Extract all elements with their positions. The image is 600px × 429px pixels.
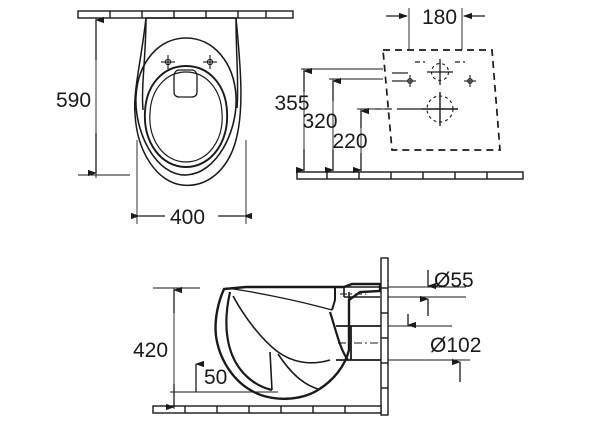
plan-seat-ring bbox=[135, 37, 237, 176]
side-basin-surface bbox=[232, 295, 331, 364]
side-bowl-outer-profile bbox=[214, 282, 382, 400]
rear-outlet-marker bbox=[422, 92, 458, 126]
side-dim-50: 50 bbox=[170, 360, 278, 393]
side-dim-420: 420 bbox=[133, 286, 200, 411]
dim-label-220: 220 bbox=[332, 130, 367, 153]
side-back-wall bbox=[331, 287, 336, 311]
rear-dim-180: 180 bbox=[386, 6, 485, 50]
side-skirt-edge bbox=[269, 351, 273, 391]
plan-flush-inlet bbox=[173, 69, 198, 98]
side-dim-55: Ø55 bbox=[388, 269, 474, 316]
dim-label-180: 180 bbox=[422, 6, 457, 29]
plan-view: 590 400 bbox=[56, 10, 294, 229]
dim-label-590: 590 bbox=[56, 89, 91, 112]
rear-dim-220: 220 bbox=[332, 107, 369, 174]
plan-fixing-crosshair-right bbox=[203, 55, 217, 69]
side-trap-curve bbox=[277, 353, 319, 390]
dim-label-320: 320 bbox=[302, 110, 337, 133]
rear-elevation-view: 180 355 320 bbox=[274, 6, 524, 180]
side-rim-line bbox=[225, 287, 333, 311]
dim-label-102: Ø102 bbox=[430, 334, 481, 357]
dim-label-420: 420 bbox=[133, 339, 168, 362]
side-back-chamber bbox=[328, 311, 349, 361]
side-dim-102: Ø102 bbox=[388, 314, 481, 382]
rear-dim-320: 320 bbox=[302, 77, 341, 174]
rear-floor-band bbox=[296, 171, 524, 180]
plan-dim-590: 590 bbox=[56, 16, 104, 177]
side-inlet-spigot bbox=[343, 286, 380, 300]
dim-label-50: 50 bbox=[204, 366, 227, 389]
side-inner-bowl-wall bbox=[225, 291, 273, 392]
rear-fixing-crosshair-left bbox=[404, 75, 416, 87]
plan-fixing-crosshair-left bbox=[161, 55, 175, 69]
rear-fixing-crosshair-right bbox=[464, 75, 476, 87]
side-wall-band bbox=[380, 257, 389, 416]
dim-label-355: 355 bbox=[274, 92, 309, 115]
dim-label-55: Ø55 bbox=[434, 269, 474, 292]
side-floor-band bbox=[152, 405, 382, 414]
rear-dim-355: 355 bbox=[274, 67, 312, 174]
rear-inlet-marker bbox=[427, 59, 453, 85]
plan-dim-400: 400 bbox=[131, 206, 252, 229]
side-section-view: 420 50 Ø55 Ø102 bbox=[133, 257, 481, 416]
plan-bowl-opening bbox=[144, 65, 228, 168]
plan-wall-band bbox=[77, 10, 294, 19]
dim-label-400: 400 bbox=[170, 206, 205, 229]
rear-body-outline bbox=[382, 49, 501, 151]
